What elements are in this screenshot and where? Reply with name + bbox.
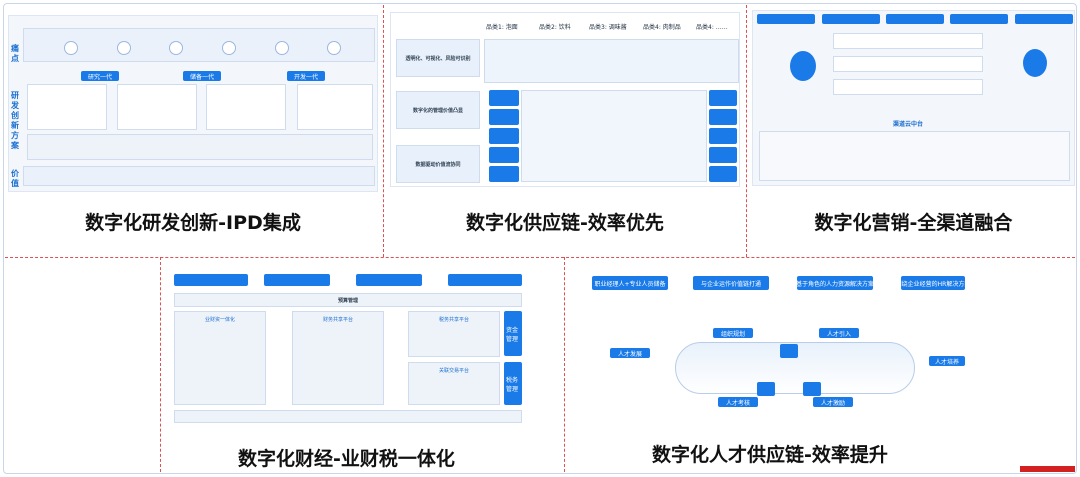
fund-management: 资金管理 bbox=[504, 311, 522, 356]
node-talent-incentive: 人才激励 bbox=[813, 397, 853, 407]
value-block: 透明化、可视化、风险可识别 bbox=[396, 39, 480, 77]
side-label: 研发创新方案 bbox=[11, 91, 19, 150]
node-talent-assessment: 人才考核 bbox=[718, 397, 758, 407]
divider bbox=[160, 257, 161, 472]
side-label: 价值 bbox=[11, 169, 19, 188]
talent-header: 与企业运作价值链打通 bbox=[693, 276, 769, 290]
finance-diagram: 预算管理 业财资一体化 财务共享平台 税务共享平台 关联交易平台 资金管理 税务… bbox=[168, 270, 525, 425]
talent-header: 职业经理人+专业人员储备 bbox=[592, 276, 668, 290]
rd-diagram: 痛点 研发创新方案 价值 研究一代 储备一代 开发一代 bbox=[8, 15, 378, 192]
supply-diagram: 品类1: 泡面 品类2: 饮料 品类3: 调味酱 品类4: 肉制品 品类4: …… bbox=[390, 12, 740, 187]
caption-supply: 数字化供应链-效率优先 bbox=[466, 212, 664, 234]
stage-reserve: 储备一代 bbox=[183, 71, 221, 81]
divider bbox=[5, 257, 1075, 258]
channel-hub-label: 渠道云中台 bbox=[893, 121, 924, 128]
marketing-diagram: 渠道云中台 bbox=[752, 10, 1075, 186]
category: 品类2: 饮料 bbox=[539, 24, 571, 31]
category: 品类1: 泡面 bbox=[486, 24, 518, 31]
node-talent-development: 人才发展 bbox=[610, 348, 650, 358]
node-talent-training: 人才培养 bbox=[929, 356, 965, 366]
talent-header: 围绕企业经营的HR解决方案 bbox=[901, 276, 965, 290]
tax-management: 税务管理 bbox=[504, 362, 522, 405]
finance-block: 关联交易平台 bbox=[408, 362, 500, 405]
caption-marketing: 数字化营销-全渠道融合 bbox=[814, 212, 1013, 234]
finance-block: 税务共享平台 bbox=[408, 311, 500, 357]
brand-mark bbox=[1020, 466, 1075, 472]
node-talent-intro: 人才引入 bbox=[819, 328, 859, 338]
slide-frame bbox=[3, 3, 1077, 474]
category: 品类4: …… bbox=[696, 24, 728, 31]
divider bbox=[564, 257, 565, 472]
finance-block: 财务共享平台 bbox=[292, 311, 384, 405]
category: 品类3: 调味酱 bbox=[589, 24, 627, 31]
node-org-planning: 组织规划 bbox=[713, 328, 753, 338]
caption-finance: 数字化财经-业财税一体化 bbox=[238, 448, 455, 470]
stage-develop: 开发一代 bbox=[287, 71, 325, 81]
caption-talent: 数字化人才供应链-效率提升 bbox=[652, 444, 888, 466]
value-block: 数据驱动价值流协同 bbox=[396, 145, 480, 183]
talent-diagram: 职业经理人+专业人员储备 与企业运作价值链打通 基于角色的人力资源解决方案 围绕… bbox=[575, 270, 965, 422]
talent-header: 基于角色的人力资源解决方案 bbox=[796, 276, 874, 290]
caption-rd: 数字化研发创新-IPD集成 bbox=[85, 212, 301, 234]
finance-block: 业财资一体化 bbox=[174, 311, 266, 405]
budget-management: 预算管理 bbox=[174, 293, 522, 307]
stage-research: 研究一代 bbox=[81, 71, 119, 81]
divider bbox=[746, 5, 747, 257]
value-block: 数字化的管理价值凸显 bbox=[396, 91, 480, 129]
category: 品类4: 肉制品 bbox=[643, 24, 681, 31]
side-label: 痛点 bbox=[11, 44, 19, 63]
divider bbox=[383, 5, 384, 257]
